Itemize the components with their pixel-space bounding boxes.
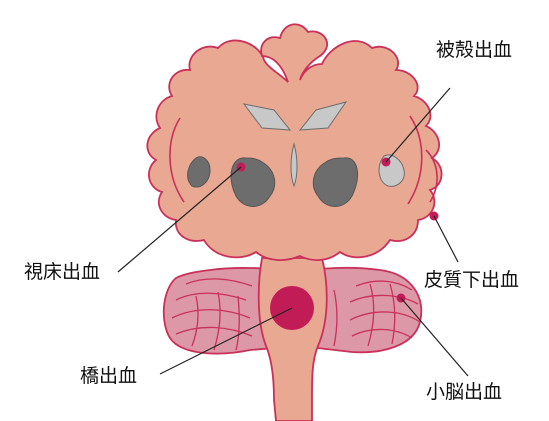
label-cerebellar: 小脳出血 <box>426 381 502 403</box>
cerebrum <box>147 24 441 260</box>
brainstem <box>259 258 327 421</box>
label-pontine: 橋出血 <box>80 365 137 387</box>
label-thalamus: 視床出血 <box>24 261 100 283</box>
label-cortical: 皮質下出血 <box>424 269 519 291</box>
label-putamen: 被殻出血 <box>436 39 512 61</box>
